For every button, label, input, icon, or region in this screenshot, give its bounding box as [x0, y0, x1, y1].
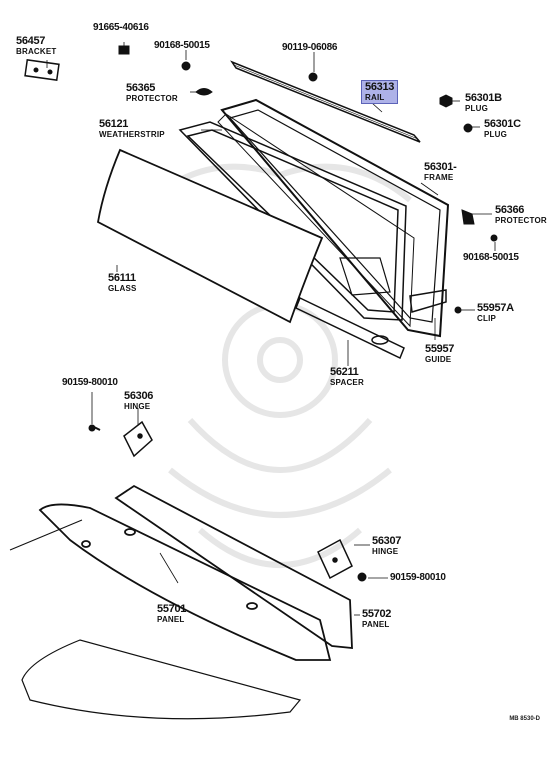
- callout-56365: 56365 PROTECTOR: [126, 82, 178, 103]
- window-frame: [217, 98, 450, 338]
- callout-90159-80010-left: 90159-80010: [62, 377, 118, 388]
- callout-56301-frame: 56301- FRAME: [424, 161, 457, 182]
- hinge-left: [123, 420, 153, 458]
- drawing-reference-code: MB 8530-D: [509, 716, 540, 722]
- callout-56211: 56211 SPACER: [330, 366, 364, 387]
- callout-55957a: 55957A CLIP: [477, 302, 514, 323]
- callout-56111: 56111 GLASS: [108, 272, 137, 293]
- callout-90168-50015-right: 90168-50015: [463, 252, 519, 263]
- callout-91665-40616: 91665-40616: [93, 22, 149, 33]
- callout-56313-highlighted[interactable]: 56313 RAIL: [361, 80, 399, 104]
- callout-56301c: 56301C PLUG: [484, 118, 521, 139]
- callout-55957: 55957 GUIDE: [425, 343, 455, 364]
- callout-55701: 55701 PANEL: [157, 603, 187, 624]
- rail-part: [230, 60, 421, 143]
- callout-56307: 56307 HINGE: [372, 535, 402, 556]
- callout-56301b: 56301B PLUG: [465, 92, 502, 113]
- callout-56457: 56457 BRACKET: [16, 35, 57, 56]
- callout-90159-80010-right: 90159-80010: [390, 572, 446, 583]
- spacer-bar: [295, 296, 405, 360]
- hinge-right: [317, 538, 353, 580]
- callout-56366: 56366 PROTECTOR: [495, 204, 547, 225]
- callout-90168-50015-top: 90168-50015: [154, 40, 210, 51]
- glass-pane: [96, 148, 324, 324]
- callout-56121: 56121 WEATHERSTRIP: [99, 118, 165, 139]
- callout-90119-06086: 90119-06086: [282, 42, 338, 53]
- weatherstrip: [178, 121, 407, 321]
- guide-part: [409, 289, 447, 313]
- callout-55702: 55702 PANEL: [362, 608, 392, 629]
- watermark-emblem: [148, 163, 412, 568]
- leader-lines: [46, 42, 496, 616]
- back-panel: [9, 484, 353, 720]
- callout-56306: 56306 HINGE: [124, 390, 154, 411]
- small-fasteners: [24, 45, 498, 582]
